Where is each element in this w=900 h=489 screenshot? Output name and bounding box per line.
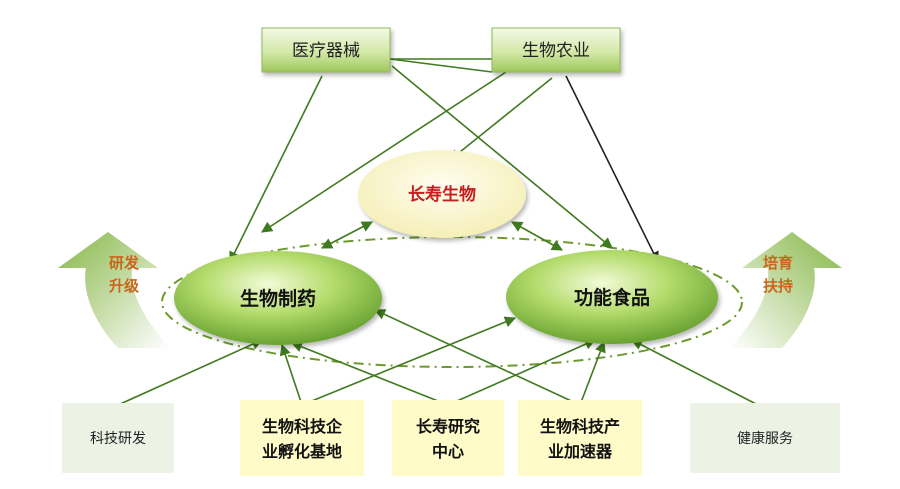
arrow-agri-center (449, 77, 553, 161)
arrow-center-food (511, 221, 563, 251)
box-medical-label: 医疗器械 (292, 41, 360, 61)
box-rd-label: 科技研发 (90, 431, 146, 447)
left-curved-arrow: 研发 升级 (58, 232, 170, 348)
link-medical-agri-2 (389, 58, 493, 73)
arrow-rd-pharma (117, 339, 264, 406)
arrow-health-food (631, 339, 759, 406)
arrow-accelerator-food (579, 340, 606, 406)
box-accelerator-line1: 生物科技产 (540, 417, 620, 436)
cycle-orbit (161, 236, 743, 368)
box-research: 长寿研究 中心 (392, 400, 504, 476)
box-health: 健康服务 (690, 403, 840, 473)
arrow-center-pharma (321, 221, 373, 249)
arrow-research-pharma (290, 341, 449, 406)
box-agri: 生物农业 (491, 27, 621, 73)
box-accelerator-line2: 业加速器 (548, 442, 613, 461)
node-food: 功能食品 (506, 250, 718, 344)
arrow-medical-food (391, 65, 613, 249)
box-health-label: 健康服务 (737, 430, 793, 447)
left-arrow-label-2: 升级 (109, 277, 140, 295)
right-arrow-label-2: 扶持 (763, 277, 793, 295)
node-food-label: 功能食品 (574, 286, 650, 309)
box-accelerator: 生物科技产 业加速器 (518, 400, 642, 476)
node-pharma-label: 生物制药 (240, 287, 316, 310)
arrow-incubator-pharma (279, 343, 303, 406)
node-longevity: 长寿生物 (358, 150, 526, 238)
arrow-research-food (447, 338, 597, 406)
box-research-line2: 中心 (432, 442, 464, 461)
node-pharma: 生物制药 (174, 251, 382, 345)
box-rd: 科技研发 (62, 403, 174, 473)
connectors (117, 58, 759, 406)
arrow-agri-food (565, 75, 659, 264)
arrow-medical-pharma (229, 75, 323, 264)
box-incubator: 生物科技企 业孵化基地 (240, 400, 364, 476)
right-arrow-label-1: 培育 (763, 254, 793, 272)
arrow-incubator-food (301, 316, 517, 406)
arrow-agri-pharma (261, 71, 507, 233)
box-research-line1: 长寿研究 (416, 417, 480, 436)
box-medical: 医疗器械 (261, 27, 391, 73)
left-arrow-label-1: 研发 (109, 254, 140, 272)
arrow-accelerator-pharma (373, 309, 581, 406)
node-longevity-label: 长寿生物 (408, 184, 476, 205)
box-incubator-line2: 业孵化基地 (262, 442, 342, 461)
right-curved-arrow: 培育 扶持 (730, 232, 842, 348)
box-incubator-line1: 生物科技企 (262, 417, 343, 436)
box-agri-label: 生物农业 (522, 41, 590, 61)
